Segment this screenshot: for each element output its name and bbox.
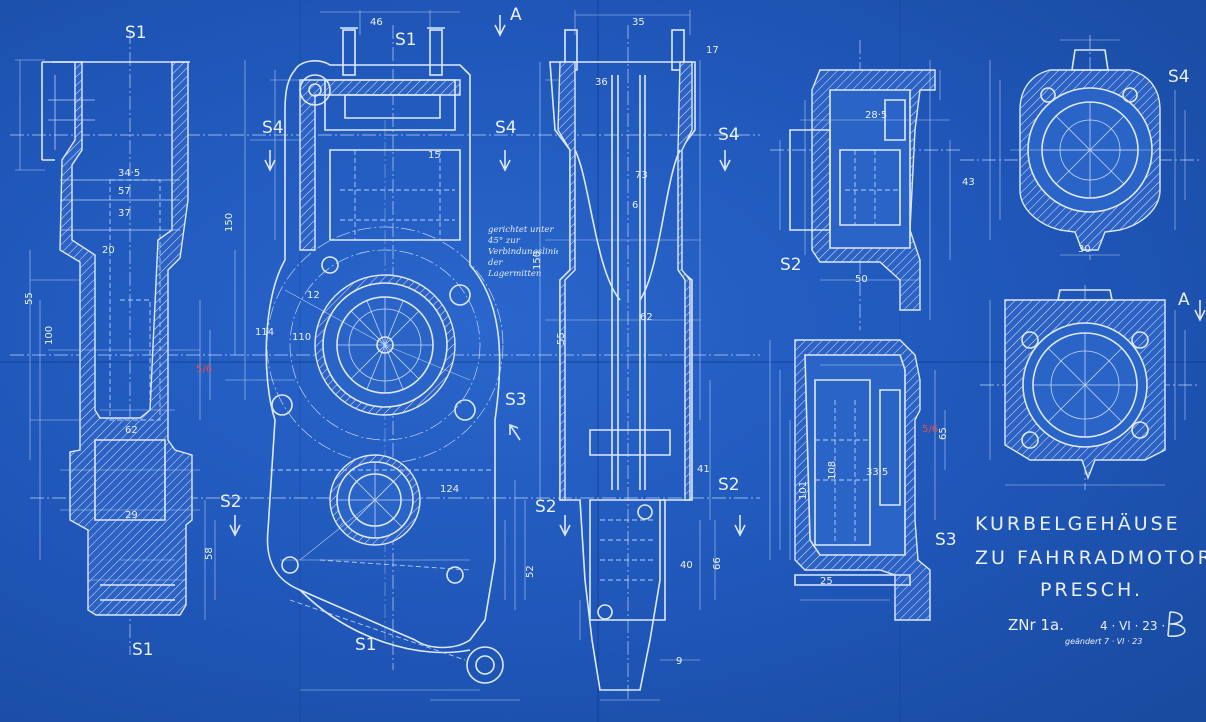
dim-66: 66 [712, 557, 723, 570]
dim-30: 30 [1078, 244, 1091, 255]
dim-108: 108 [827, 461, 838, 480]
red-mark-right: 5/6 [922, 424, 938, 435]
label-s4-left: S4 [262, 118, 284, 138]
dim-114: 114 [255, 327, 274, 338]
dim-150a: 150 [224, 213, 235, 232]
view-a-detail [989, 289, 1186, 486]
label-s1-left-top: S1 [125, 23, 147, 43]
dim-57: 57 [118, 186, 131, 197]
dim-15: 15 [428, 150, 441, 161]
dim-35: 35 [632, 17, 645, 28]
margin-note-text: gerichtet unter 45° zur Verbindungslinie… [488, 225, 558, 279]
dim-20: 20 [102, 245, 115, 256]
label-s3-far: S3 [935, 530, 957, 550]
title-line2: ZU FAHRRADMOTOR [975, 547, 1206, 569]
dim-124: 124 [440, 484, 459, 495]
label-s2-left: S2 [220, 492, 242, 512]
view-section-s3 [769, 339, 946, 621]
red-mark-left: 5/6 [196, 364, 212, 375]
view-labels: S1 S1 S1 S1 S4 S4 S4 S4 S2 S2 S2 S2 S3 S… [125, 5, 1190, 660]
label-s4-far: S4 [1168, 67, 1190, 87]
label-s1-mid-bot: S1 [355, 635, 377, 655]
dim-50: 50 [855, 274, 868, 285]
dim-37: 37 [118, 208, 131, 219]
title-block: KURBELGEHÄUSE ZU FAHRRADMOTOR PRESCH. ZN… [975, 512, 1206, 646]
label-a-right: A [1178, 290, 1190, 310]
label-s2-right: S2 [718, 475, 740, 495]
dim-33-5: 33·5 [866, 467, 888, 478]
signature-mark [1167, 611, 1186, 637]
dim-28-5: 28·5 [865, 110, 887, 121]
view-left-section [15, 59, 216, 620]
dim-25: 25 [820, 576, 833, 587]
title-line3: PRESCH. [1040, 579, 1143, 601]
dim-73: 73 [635, 170, 648, 181]
dimension-labels: 46 36 35 57 37 34·5 150 150 55 55 100 62… [24, 17, 1091, 667]
dim-58: 58 [204, 547, 215, 560]
dim-100: 100 [44, 326, 55, 345]
view-s4-detail [989, 39, 1186, 256]
label-a-top: A [510, 5, 522, 25]
label-s1-left-bot: S1 [132, 640, 154, 660]
dim-43: 43 [962, 177, 975, 188]
drawing-date: 4 · VI · 23 · [1100, 619, 1165, 633]
dim-29: 29 [125, 510, 138, 521]
dim-62b: 62 [640, 312, 653, 323]
label-s4-mid: S4 [495, 118, 517, 138]
changed-note: geändert 7 · VI · 23 [1065, 637, 1142, 646]
red-marks: 5/6 5/6 [196, 364, 938, 435]
dim-46: 46 [370, 17, 383, 28]
title-line1: KURBELGEHÄUSE [975, 512, 1181, 535]
dim-12: 12 [307, 290, 320, 301]
dim-65: 65 [938, 427, 949, 440]
dim-55a: 55 [24, 292, 35, 305]
view-side-narrow [539, 10, 716, 701]
dim-41: 41 [697, 464, 710, 475]
label-s2-mid: S2 [535, 497, 557, 517]
dim-17: 17 [706, 45, 719, 56]
dim-34-5: 34·5 [118, 168, 140, 179]
dim-6: 6 [632, 200, 638, 211]
label-s4-right: S4 [718, 125, 740, 145]
dim-55b: 55 [556, 332, 567, 345]
section-arrows [229, 15, 1206, 537]
dim-150b: 150 [532, 251, 543, 270]
dim-62a: 62 [125, 425, 138, 436]
margin-note: gerichtet unter 45° zur Verbindungslinie… [488, 225, 558, 279]
dim-52: 52 [525, 565, 536, 578]
dim-110: 110 [292, 332, 311, 343]
dim-40: 40 [680, 560, 693, 571]
dim-9: 9 [676, 656, 682, 667]
dim-101: 101 [798, 481, 809, 500]
label-s1-mid-top: S1 [395, 30, 417, 50]
view-section-s2 [779, 60, 951, 320]
view-main-crankcase [225, 10, 526, 701]
label-s2-far: S2 [780, 255, 802, 275]
label-s3-mid: S3 [505, 390, 527, 410]
dim-36: 36 [595, 77, 608, 88]
drawing-number: ZNr 1a. [1008, 616, 1064, 634]
